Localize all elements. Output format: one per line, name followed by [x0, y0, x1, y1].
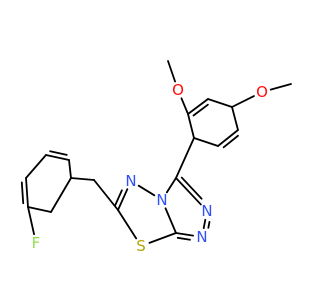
- atom-label-o: O: [256, 83, 268, 101]
- single-bond: [70, 177, 95, 181]
- atom-label-s: S: [136, 237, 146, 255]
- double-bond-secondary: [20, 181, 25, 205]
- single-bond: [164, 207, 177, 234]
- double-bond-primary: [45, 154, 70, 161]
- single-bond: [117, 209, 138, 240]
- atom-label-n: N: [156, 191, 167, 209]
- double-bond-secondary: [176, 236, 191, 241]
- single-bond: [269, 83, 292, 91]
- double-bond-primary: [175, 232, 195, 237]
- single-bond: [175, 177, 202, 206]
- single-bond: [25, 154, 47, 179]
- single-bond: [68, 159, 72, 179]
- double-bond-secondary: [192, 103, 209, 117]
- atom-label-n: N: [201, 202, 212, 220]
- double-bond-secondary: [222, 134, 239, 149]
- single-bond: [137, 184, 156, 197]
- single-bond: [93, 179, 119, 211]
- single-bond: [231, 106, 239, 131]
- single-bond: [165, 177, 177, 194]
- atom-label-o: O: [172, 81, 184, 99]
- single-bond: [231, 95, 255, 108]
- atom-label-n: N: [125, 172, 136, 190]
- double-bond-secondary: [49, 150, 68, 156]
- single-bond: [180, 97, 189, 115]
- double-bond-primary: [217, 129, 239, 147]
- single-bond: [27, 206, 35, 236]
- single-bond: [175, 137, 195, 179]
- double-bond-primary: [117, 188, 129, 211]
- double-bond-secondary: [114, 189, 123, 207]
- single-bond: [50, 177, 72, 213]
- double-bond-primary: [202, 218, 207, 230]
- atom-label-n: N: [196, 228, 207, 246]
- single-bond: [27, 206, 52, 213]
- double-bond-primary: [25, 177, 29, 208]
- single-bond: [187, 113, 195, 139]
- atom-label-f: F: [32, 234, 41, 252]
- single-bond: [148, 232, 177, 244]
- single-bond: [207, 98, 233, 108]
- double-bond-primary: [187, 98, 209, 115]
- single-bond: [167, 60, 176, 83]
- double-bond-secondary: [180, 176, 203, 200]
- bond-layer: [20, 60, 292, 244]
- single-bond: [193, 137, 219, 147]
- double-bond-secondary: [207, 220, 211, 229]
